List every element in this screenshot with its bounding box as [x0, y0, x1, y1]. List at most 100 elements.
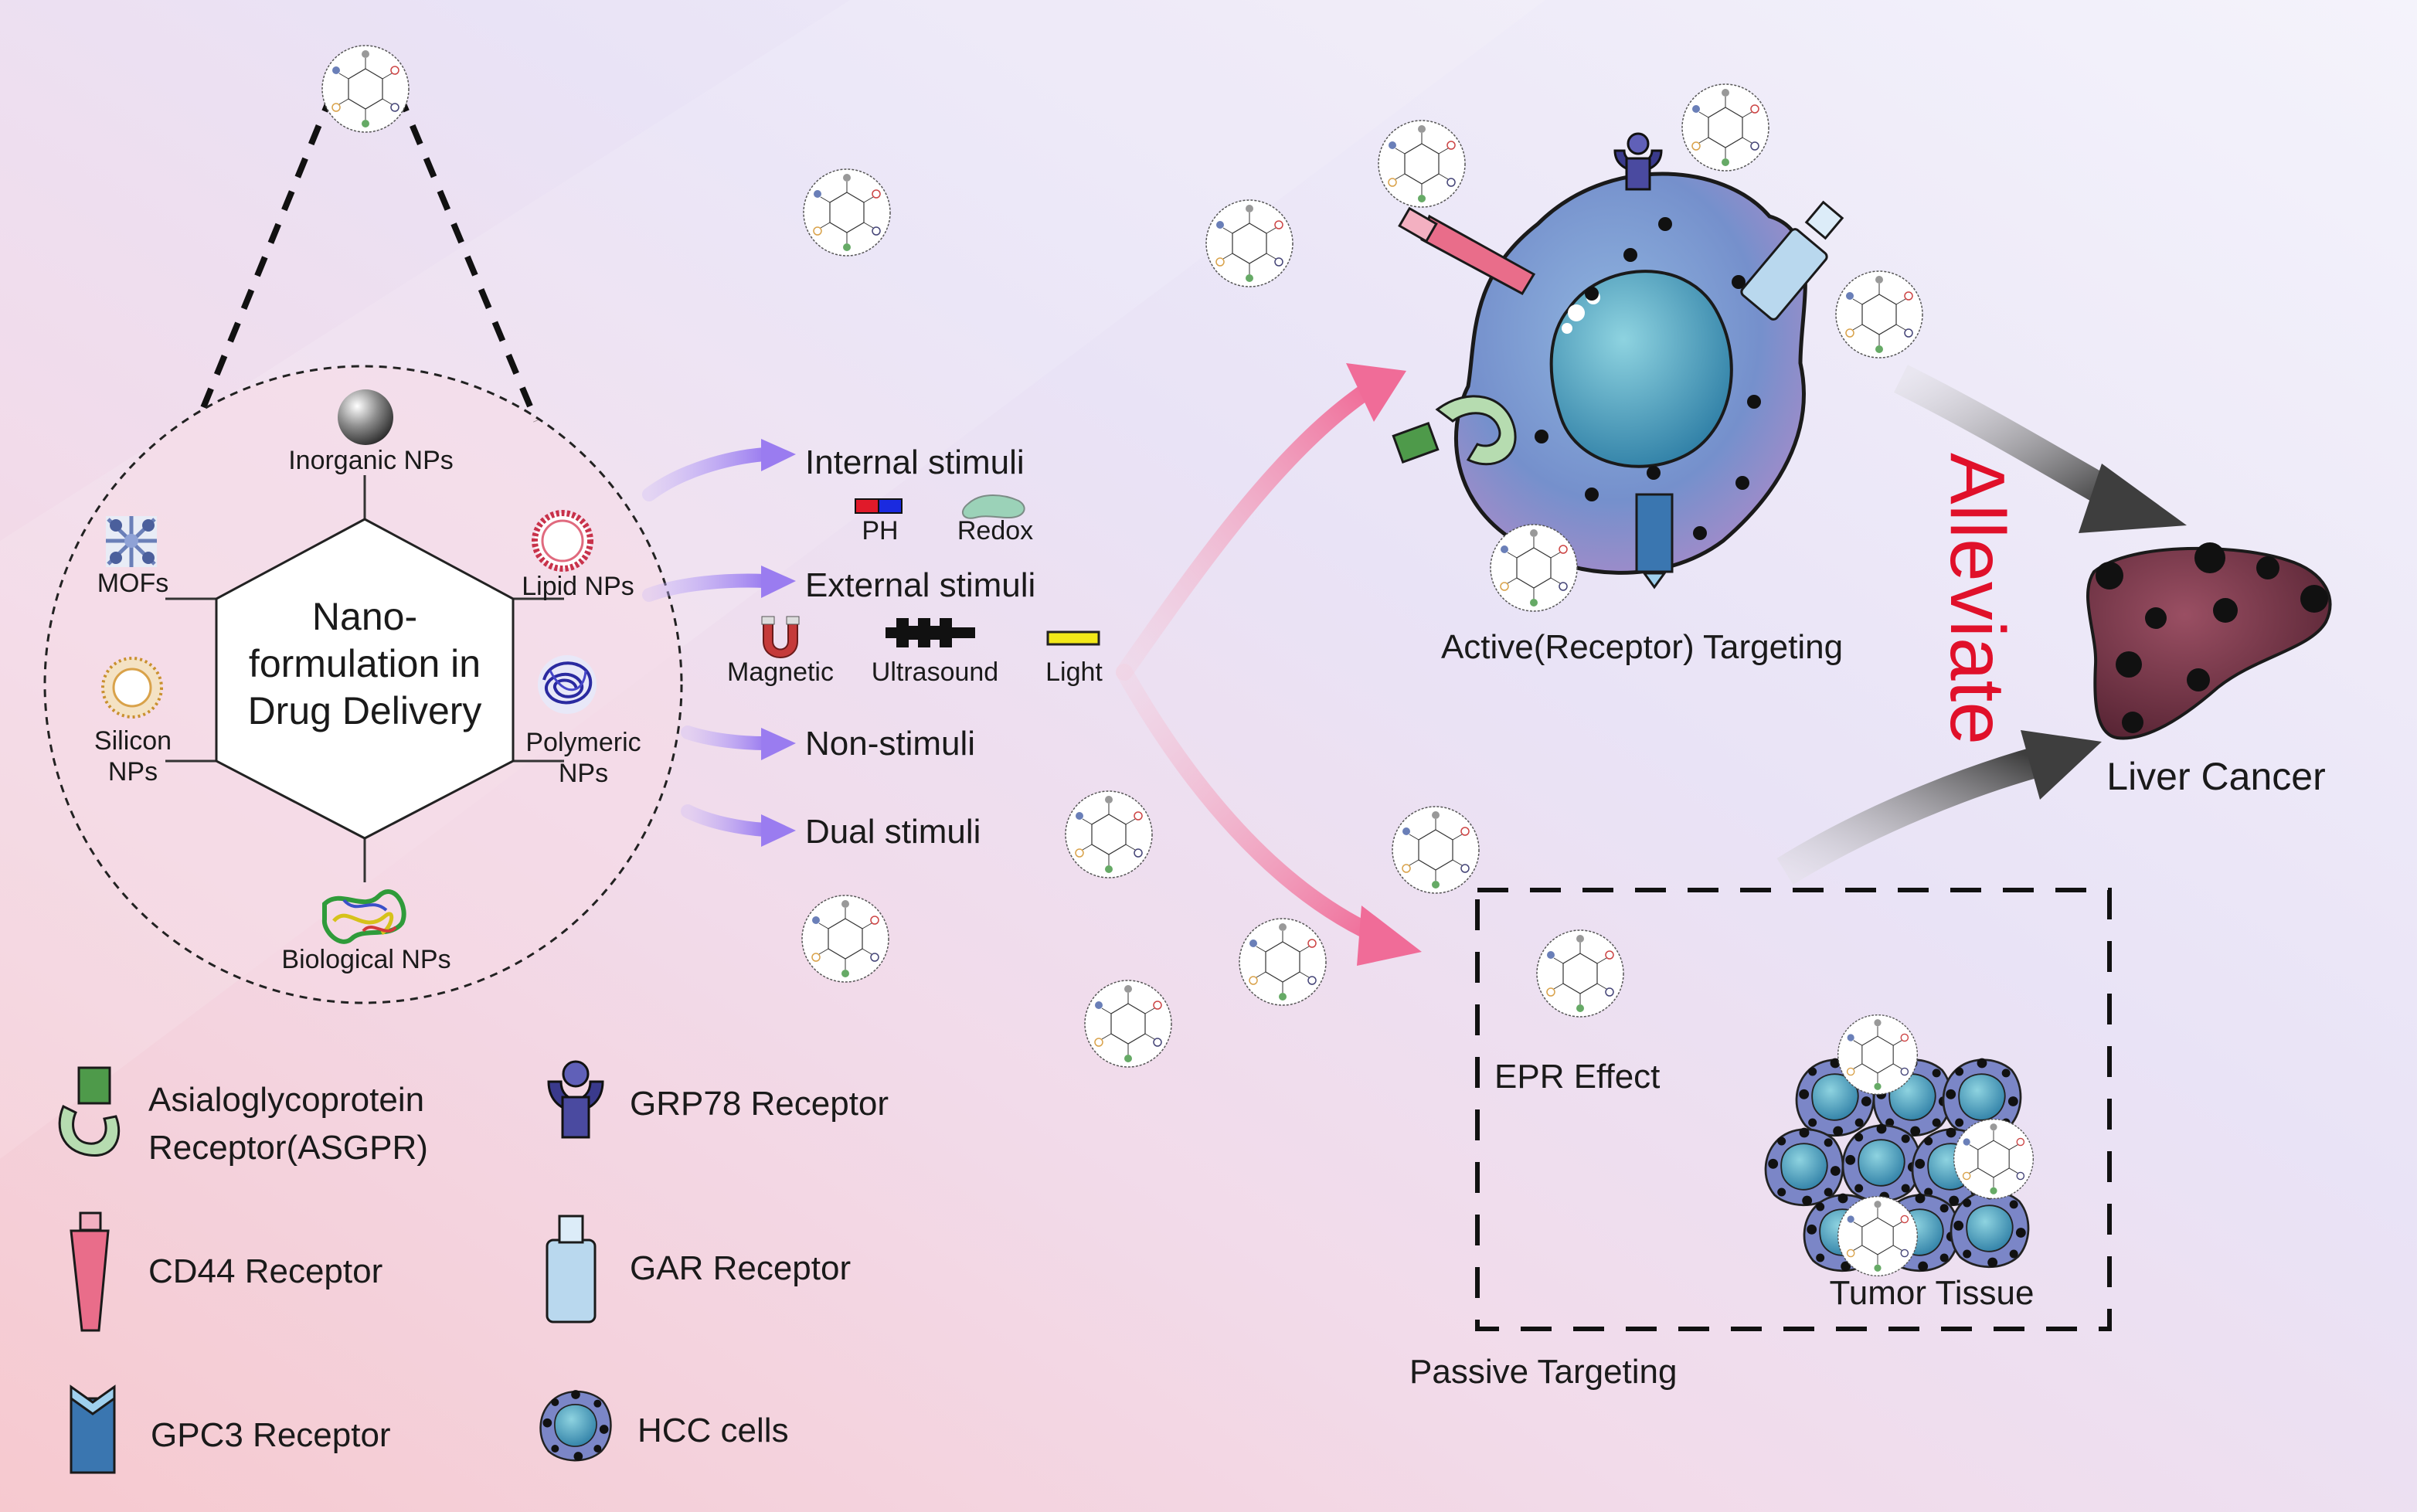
cell-dot	[1732, 275, 1746, 289]
outcome-section: Alleviate Liver Cancer	[1776, 365, 2332, 885]
gpc3-legend-label: GPC3 Receptor	[151, 1416, 391, 1454]
arrow-to-passive	[1116, 664, 1384, 943]
dual-stimuli-label: Dual stimuli	[805, 813, 981, 851]
badge-in-tumor-3	[1837, 1195, 1919, 1277]
ultrasound-icon	[886, 618, 975, 647]
arrow-internal	[642, 447, 772, 501]
cell-dot	[1585, 488, 1599, 501]
cell-dot	[1735, 476, 1749, 490]
silicon-label-line2: NPs	[108, 757, 158, 787]
non-stimuli-label: Non-stimuli	[805, 725, 975, 763]
badge-floating-5	[1239, 918, 1327, 1006]
badge-in-box	[1536, 929, 1624, 1018]
asgpr-receptor-on-cell-icon	[1392, 395, 1517, 466]
hub-hexagon	[215, 518, 515, 840]
grp78-receptor-on-cell-icon	[1613, 132, 1663, 191]
ph-label: PH	[862, 516, 898, 545]
badge-floating-1	[803, 168, 891, 257]
polymeric-coil-icon	[538, 655, 597, 714]
liver-cancer-label: Liver Cancer	[2106, 755, 2325, 798]
redox-icon	[961, 494, 1025, 519]
magnet-icon	[761, 616, 800, 658]
cd44-receptor-on-cell-icon	[1398, 206, 1536, 295]
active-targeting-cell: Active(Receptor) Targeting	[1378, 83, 1923, 666]
cell-dot	[1535, 430, 1548, 443]
badge-floating-6	[1084, 980, 1172, 1068]
arrow-passive-to-liver	[1776, 746, 2045, 885]
hub-title-line3: Drug Delivery	[248, 689, 482, 732]
polymeric-label-line1: Polymeric	[525, 728, 641, 757]
arrow-external	[642, 573, 772, 602]
badge-near-cell-4	[1490, 524, 1578, 612]
badge-in-tumor-1	[1837, 1014, 1919, 1096]
internal-stimuli-label: Internal stimuli	[805, 443, 1025, 481]
hcc-cells-icon	[539, 1388, 612, 1463]
cell-dot	[1647, 466, 1661, 480]
arrow-to-active-head	[1346, 363, 1406, 422]
ph-icon	[855, 498, 903, 514]
cd44-receptor-icon	[70, 1211, 110, 1332]
legend: Asialoglycoprotein Receptor(ASGPR) GRP78…	[58, 1060, 889, 1474]
arrow-to-active	[1116, 382, 1376, 681]
badge-floating-4	[801, 895, 889, 983]
arrow-active-to-liver-head	[2079, 464, 2187, 533]
asgpr-receptor-icon	[58, 1066, 121, 1157]
light-icon	[1046, 630, 1100, 646]
arrow-non	[681, 725, 772, 750]
hcc-cell	[1950, 1188, 2030, 1269]
inorganic-label: Inorganic NPs	[288, 446, 454, 475]
cell-vesicle-3	[1562, 323, 1572, 334]
gpc3-receptor-on-cell-icon	[1635, 493, 1674, 590]
silicon-np-icon	[101, 657, 163, 719]
passive-targeting-label: Passive Targeting	[1409, 1353, 1678, 1391]
arrow-internal-head	[761, 439, 796, 471]
hub-top-badge	[321, 45, 410, 133]
gar-receptor-icon	[546, 1215, 597, 1323]
inorganic-sphere-icon	[338, 389, 393, 445]
redox-label: Redox	[957, 516, 1033, 545]
stimuli-section: Internal stimuli PH Redox External stimu…	[642, 439, 1103, 851]
lipid-vesicle-icon	[532, 510, 593, 572]
light-label: Light	[1045, 657, 1103, 687]
polymeric-label-line2: NPs	[559, 759, 608, 788]
arrow-non-head	[761, 728, 796, 760]
arrow-dual	[681, 804, 772, 837]
magnetic-label: Magnetic	[727, 657, 834, 687]
gar-receptor-on-cell-icon	[1740, 200, 1844, 321]
badge-floating-2	[1205, 199, 1293, 287]
active-targeting-label: Active(Receptor) Targeting	[1441, 628, 1843, 666]
hcc-cell	[1764, 1126, 1844, 1207]
zoom-line-left	[196, 91, 335, 419]
badge-in-tumor-2	[1953, 1118, 2035, 1200]
gar-legend-label: GAR Receptor	[630, 1249, 851, 1287]
arrow-dual-head	[761, 814, 796, 847]
cell-vesicle-1	[1568, 304, 1585, 321]
cancer-cell-nucleus	[1549, 270, 1733, 468]
silicon-label-line1: Silicon	[94, 726, 172, 756]
external-stimuli-label: External stimuli	[805, 566, 1035, 604]
badge-near-cell-3	[1835, 270, 1923, 358]
mof-framework-icon	[106, 516, 157, 567]
cell-dot	[1585, 287, 1599, 301]
gpc3-receptor-icon	[70, 1385, 116, 1474]
alleviate-label: Alleviate	[1934, 453, 2021, 745]
cell-dot	[1623, 248, 1637, 262]
hcc-legend-label: HCC cells	[637, 1412, 789, 1449]
hub-section: Nano- formulation in Drug Delivery Inorg…	[43, 45, 683, 1004]
mofs-label: MOFs	[97, 569, 169, 598]
hcc-cell	[1841, 1123, 1922, 1203]
cell-dot	[1747, 395, 1761, 409]
arrow-active-to-liver	[1894, 365, 2125, 512]
badge-above-box	[1392, 806, 1480, 894]
passive-targeting-section: EPR Effect Tumor Tissue Passive Targetin…	[1392, 806, 2112, 1391]
tumor-tissue-label: Tumor Tissue	[1830, 1274, 2035, 1312]
passive-targeting-dashed-box	[1475, 888, 2112, 1331]
liver-icon	[2086, 542, 2332, 740]
arrow-to-passive-head	[1357, 906, 1422, 966]
epr-effect-label: EPR Effect	[1494, 1058, 1660, 1096]
biological-protein-icon	[321, 889, 406, 944]
badge-floating-3	[1065, 790, 1153, 878]
asgpr-legend-label-line2: Receptor(ASGPR)	[148, 1129, 428, 1167]
ultrasound-label: Ultrasound	[872, 657, 998, 687]
grp78-receptor-icon	[547, 1060, 604, 1139]
